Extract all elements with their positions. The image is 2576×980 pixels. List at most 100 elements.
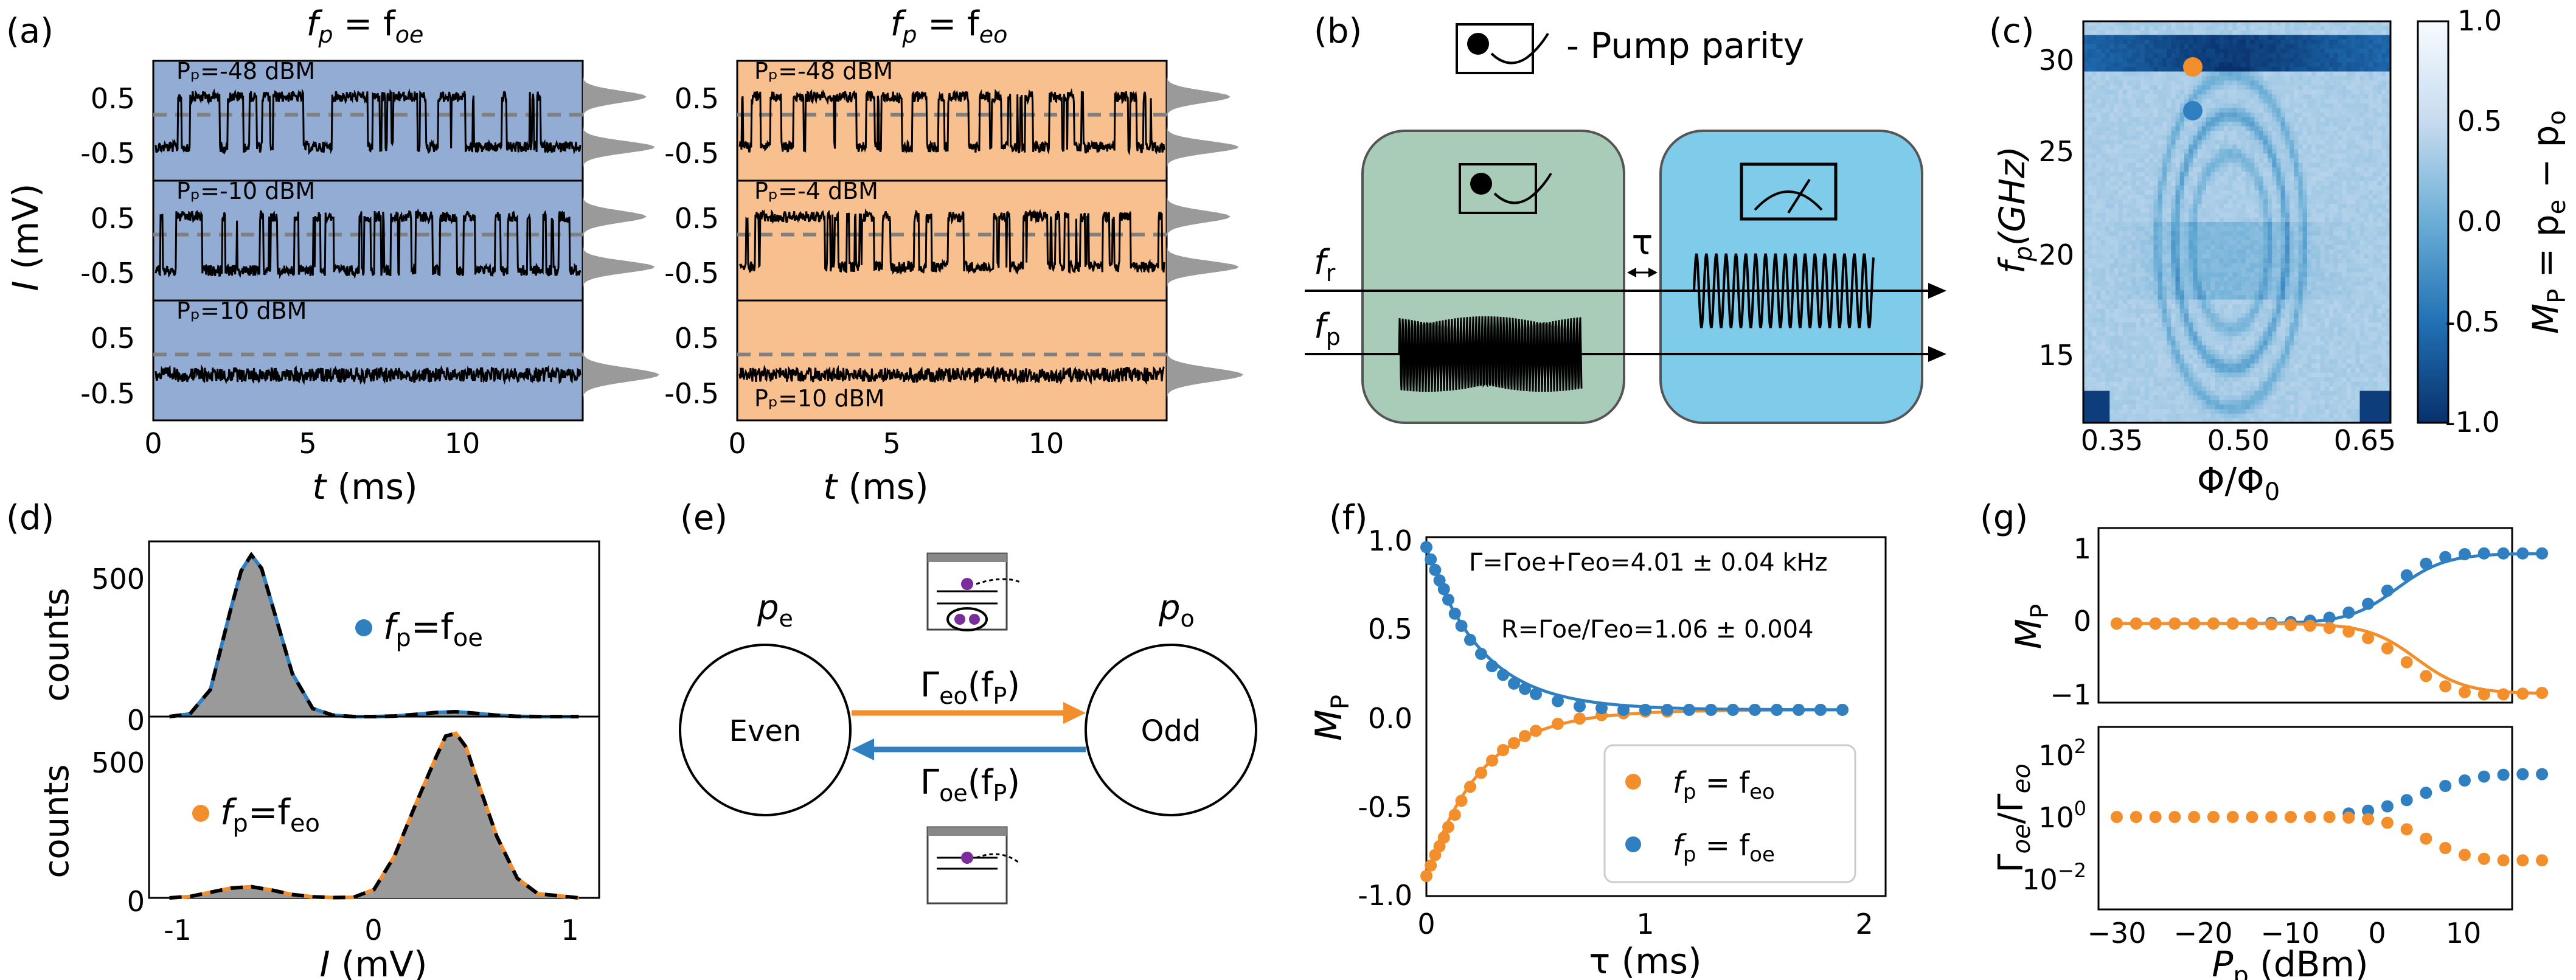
c-heatmap-cell — [2237, 263, 2242, 268]
c-heatmap-cell — [2276, 58, 2282, 63]
c-heatmap-cell — [2307, 245, 2312, 250]
c-heatmap-cell — [2189, 235, 2193, 241]
c-heatmap-cell — [2285, 113, 2290, 118]
c-heatmap-cell — [2254, 71, 2260, 77]
c-heatmap-cell — [2149, 108, 2154, 113]
c-heatmap-cell — [2118, 94, 2123, 100]
c-heatmap-cell — [2118, 122, 2123, 127]
c-heatmap-cell — [2127, 322, 2132, 328]
c-heatmap-cell — [2145, 80, 2150, 86]
c-heatmap-cell — [2215, 58, 2220, 63]
c-heatmap-cell — [2215, 231, 2220, 237]
c-heatmap-cell — [2373, 44, 2378, 49]
c-heatmap-cell — [2100, 117, 2106, 122]
c-heatmap-cell — [2149, 172, 2154, 177]
c-heatmap-cell — [2320, 254, 2325, 259]
c-heatmap-cell — [2088, 277, 2092, 282]
c-heatmap-cell — [2346, 295, 2352, 301]
c-heatmap-cell — [2105, 304, 2110, 310]
c-heatmap-cell — [2118, 290, 2123, 296]
c-heatmap-cell — [2092, 277, 2097, 282]
c-heatmap-cell — [2167, 240, 2172, 246]
c-heatmap-cell — [2215, 140, 2220, 145]
c-heatmap-cell — [2136, 304, 2141, 310]
c-heatmap-cell — [2210, 222, 2215, 228]
c-heatmap-cell — [2351, 162, 2356, 168]
c-heatmap-cell — [2127, 213, 2132, 218]
c-heatmap-cell — [2131, 226, 2137, 232]
c-heatmap-cell — [2118, 85, 2123, 91]
c-heatmap-cell — [2377, 199, 2383, 204]
c-heatmap-cell — [2219, 140, 2224, 145]
c-heatmap-cell — [2127, 21, 2132, 27]
c-heatmap-cell — [2276, 208, 2282, 214]
c-heatmap-cell — [2088, 341, 2092, 346]
c-heatmap-cell — [2320, 99, 2325, 104]
c-heatmap-cell — [2083, 144, 2088, 150]
a-histogram — [1167, 61, 1239, 181]
c-heatmap-cell — [2272, 263, 2277, 268]
c-heatmap-cell — [2118, 226, 2123, 232]
c-heatmap-cell — [2241, 21, 2246, 27]
c-heatmap-cell — [2201, 135, 2207, 141]
c-heatmap-cell — [2179, 99, 2185, 104]
c-heatmap-cell — [2140, 235, 2145, 241]
c-heatmap-cell — [2127, 122, 2132, 127]
c-heatmap-cell — [2373, 204, 2378, 209]
c-heatmap-cell — [2153, 254, 2159, 259]
c-heatmap-cell — [2298, 299, 2303, 305]
c-heatmap-cell — [2324, 213, 2330, 218]
a-telegraph-trace — [154, 208, 582, 279]
c-heatmap-cell — [2254, 277, 2260, 282]
c-heatmap-cell — [2250, 89, 2255, 95]
c-heatmap-cell — [2364, 240, 2369, 246]
c-heatmap-cell — [2171, 131, 2176, 136]
c-heatmap-cell — [2232, 108, 2238, 113]
c-heatmap-cell — [2280, 226, 2286, 232]
c-heatmap-cell — [2223, 290, 2229, 296]
c-heatmap-cell — [2258, 167, 2264, 173]
c-heatmap-cell — [2311, 186, 2316, 191]
c-heatmap-cell — [2324, 263, 2330, 268]
c-heatmap-cell — [2171, 21, 2176, 27]
c-heatmap-cell — [2189, 167, 2193, 173]
c-heatmap-cell — [2290, 281, 2294, 287]
c-heatmap-cell — [2329, 167, 2334, 173]
c-heatmap-cell — [2189, 204, 2193, 209]
c-heatmap-cell — [2153, 190, 2159, 195]
c-heatmap-cell — [2254, 299, 2260, 305]
c-heatmap-cell — [2302, 254, 2308, 259]
c-heatmap-cell — [2100, 53, 2106, 58]
c-heatmap-cell — [2290, 158, 2294, 164]
c-heatmap-cell — [2100, 226, 2106, 232]
c-heatmap-cell — [2140, 172, 2145, 177]
c-heatmap-cell — [2268, 167, 2272, 173]
c-heatmap-cell — [2342, 167, 2347, 173]
c-heatmap-cell — [2263, 208, 2268, 214]
c-heatmap-cell — [2250, 108, 2255, 113]
c-heatmap-cell — [2329, 322, 2334, 328]
c-heatmap-cell — [2280, 26, 2286, 31]
c-heatmap-cell — [2254, 62, 2260, 68]
c-heatmap-cell — [2206, 286, 2211, 291]
c-heatmap-cell — [2136, 108, 2141, 113]
c-heatmap-cell — [2368, 295, 2373, 301]
c-heatmap-cell — [2290, 71, 2294, 77]
c-heatmap-cell — [2100, 71, 2106, 77]
c-heatmap-cell — [2232, 85, 2238, 91]
c-heatmap-cell — [2206, 299, 2211, 305]
c-heatmap-cell — [2320, 199, 2325, 204]
c-heatmap-cell — [2386, 222, 2391, 228]
c-heatmap-cell — [2158, 131, 2163, 136]
c-heatmap-cell — [2189, 240, 2193, 246]
c-heatmap-cell — [2307, 222, 2312, 228]
c-heatmap-cell — [2373, 140, 2378, 145]
c-heatmap-cell — [2109, 44, 2115, 49]
c-heatmap-cell — [2210, 259, 2215, 264]
c-heatmap-cell — [2158, 231, 2163, 237]
c-heatmap-cell — [2158, 167, 2163, 173]
c-heatmap-cell — [2320, 172, 2325, 177]
c-heatmap-cell — [2219, 222, 2224, 228]
c-heatmap-cell — [2145, 259, 2150, 264]
c-heatmap-cell — [2167, 67, 2172, 72]
